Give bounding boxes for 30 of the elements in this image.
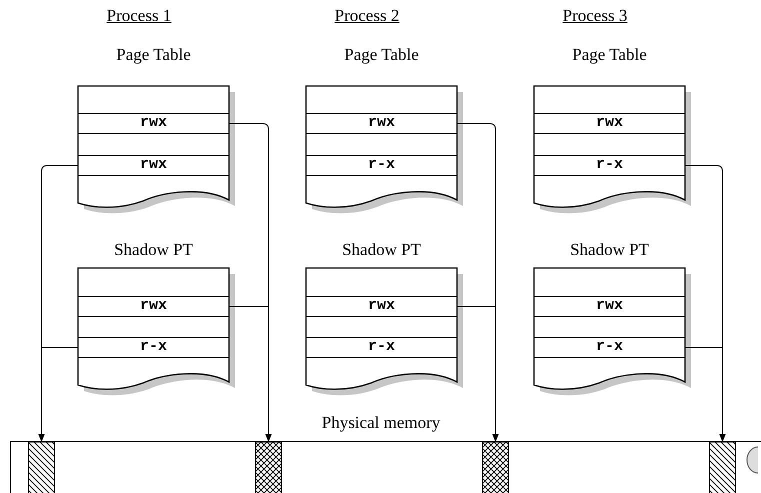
memory-frame [482,442,509,493]
table-entry: r-x [534,155,685,176]
process-label: Process 3 [562,6,628,26]
table-heading: Shadow PT [113,239,194,261]
memory-frame [255,442,282,493]
table-entry: r-x [534,337,685,358]
arrow [228,306,272,442]
table-entry: rwx [306,113,457,134]
table-entry: rwx [534,296,685,317]
table-heading: Page Table [343,44,420,66]
table-entry: rwx [306,296,457,317]
table-entry: rwx [534,113,685,134]
table-entry: rwx [78,296,229,317]
memory-frame [28,442,55,493]
arrow [684,347,726,442]
table-heading: Shadow PT [569,239,650,261]
table-heading: Shadow PT [341,239,422,261]
memory-heading: Physical memory [320,412,442,434]
table-entry: rwx [78,155,229,176]
table-entry: r-x [306,155,457,176]
table-entry: r-x [306,337,457,358]
process-label: Process 2 [334,6,400,26]
process-label: Process 1 [106,6,172,26]
memory-frame [709,442,736,493]
table-entry: rwx [78,113,229,134]
table-heading: Page Table [571,44,648,66]
table-entry: r-x [78,337,229,358]
table-heading: Page Table [115,44,192,66]
arrow [38,347,78,442]
arrow [456,306,499,442]
